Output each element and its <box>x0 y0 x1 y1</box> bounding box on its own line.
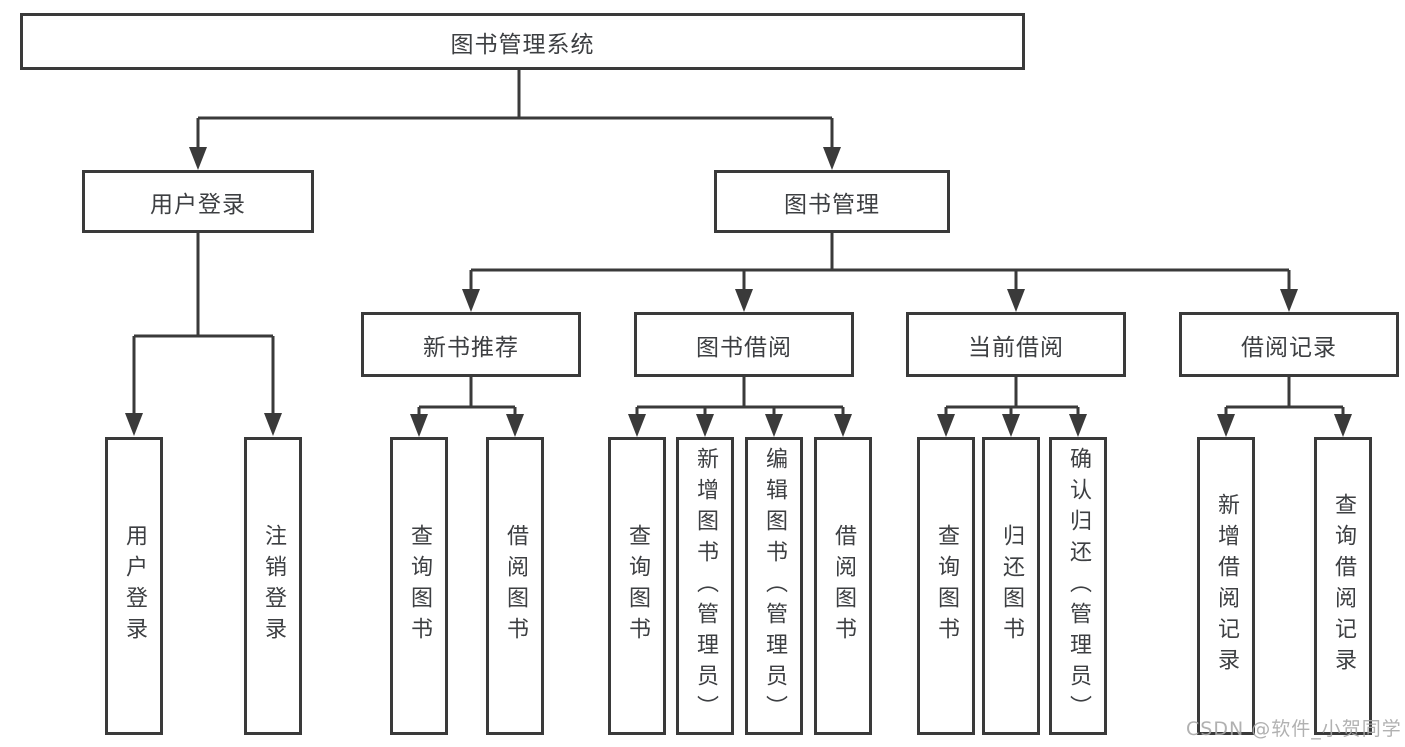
leaf-query-book-recommend: 查询图书 <box>390 437 448 735</box>
node-label: 注销登录 <box>261 524 286 648</box>
arrow-down-icon <box>1002 414 1020 437</box>
arrow-down-icon <box>410 414 428 437</box>
watermark: CSDN @软件_小贺同学 <box>1186 718 1402 740</box>
leaf-edit-book-admin: 编辑图书（管理员） <box>745 437 803 735</box>
leaf-confirm-return-admin: 确认归还（管理员） <box>1049 437 1107 735</box>
arrow-down-icon <box>1069 414 1087 437</box>
connector-new-book-branch <box>417 377 517 416</box>
node-label: 归还图书 <box>999 524 1024 648</box>
node-label: 查询图书 <box>625 524 650 648</box>
node-label: 用户登录 <box>122 524 147 648</box>
arrow-down-icon <box>264 413 282 436</box>
connector-book-borrow-branch <box>635 377 845 416</box>
node-book-management: 图书管理 <box>714 170 950 233</box>
leaf-borrow-book-recommend: 借阅图书 <box>486 437 544 735</box>
connector-borrow-record-branch <box>1224 377 1345 416</box>
connector-book-mgmt-branch <box>469 233 1291 291</box>
node-label: 借阅图书 <box>503 524 528 648</box>
arrow-down-icon <box>462 289 480 312</box>
arrow-down-icon <box>823 147 841 170</box>
node-book-borrow: 图书借阅 <box>634 312 854 377</box>
connector-current-borrow-branch <box>944 377 1080 416</box>
arrow-down-icon <box>834 414 852 437</box>
leaf-user-login: 用户登录 <box>105 437 163 735</box>
arrow-down-icon <box>1217 414 1235 437</box>
arrow-down-icon <box>696 414 714 437</box>
node-label: 编辑图书（管理员） <box>762 446 787 726</box>
arrow-down-icon <box>937 414 955 437</box>
node-label: 新增图书（管理员） <box>693 446 718 726</box>
node-label: 图书管理系统 <box>450 31 595 58</box>
arrow-down-icon <box>1334 414 1352 437</box>
leaf-add-book-admin: 新增图书（管理员） <box>676 437 734 735</box>
leaf-query-book-current: 查询图书 <box>917 437 975 735</box>
arrow-down-icon <box>765 414 783 437</box>
leaf-query-borrow-record: 查询借阅记录 <box>1314 437 1372 735</box>
arrow-down-icon <box>506 414 524 437</box>
connector-user-login-branch <box>132 233 275 416</box>
node-user-login: 用户登录 <box>82 170 314 233</box>
leaf-add-borrow-record: 新增借阅记录 <box>1197 437 1255 735</box>
node-label: 图书借阅 <box>696 334 792 361</box>
node-new-book-recommend: 新书推荐 <box>361 312 581 377</box>
node-label: 查询图书 <box>407 524 432 648</box>
leaf-query-book-borrow: 查询图书 <box>608 437 666 735</box>
node-label: 图书管理 <box>784 191 880 218</box>
node-label: 用户登录 <box>150 191 246 218</box>
node-current-borrow: 当前借阅 <box>906 312 1126 377</box>
arrow-down-icon <box>735 289 753 312</box>
arrow-down-icon <box>1007 289 1025 312</box>
leaf-return-book: 归还图书 <box>982 437 1040 735</box>
node-label: 新书推荐 <box>423 334 519 361</box>
node-borrow-record: 借阅记录 <box>1179 312 1399 377</box>
arrow-down-icon <box>628 414 646 437</box>
node-library-system: 图书管理系统 <box>20 13 1025 70</box>
node-label: 当前借阅 <box>968 334 1064 361</box>
leaf-logout: 注销登录 <box>244 437 302 735</box>
leaf-borrow-book: 借阅图书 <box>814 437 872 735</box>
node-label: 查询借阅记录 <box>1331 493 1356 679</box>
node-label: 借阅图书 <box>831 524 856 648</box>
node-label: 确认归还（管理员） <box>1066 446 1091 726</box>
node-label: 新增借阅记录 <box>1214 493 1239 679</box>
arrow-down-icon <box>189 147 207 170</box>
arrow-down-icon <box>1280 289 1298 312</box>
arrow-down-icon <box>125 413 143 436</box>
node-label: 查询图书 <box>934 524 959 648</box>
connector-root-to-level2 <box>196 69 834 150</box>
node-label: 借阅记录 <box>1241 334 1337 361</box>
